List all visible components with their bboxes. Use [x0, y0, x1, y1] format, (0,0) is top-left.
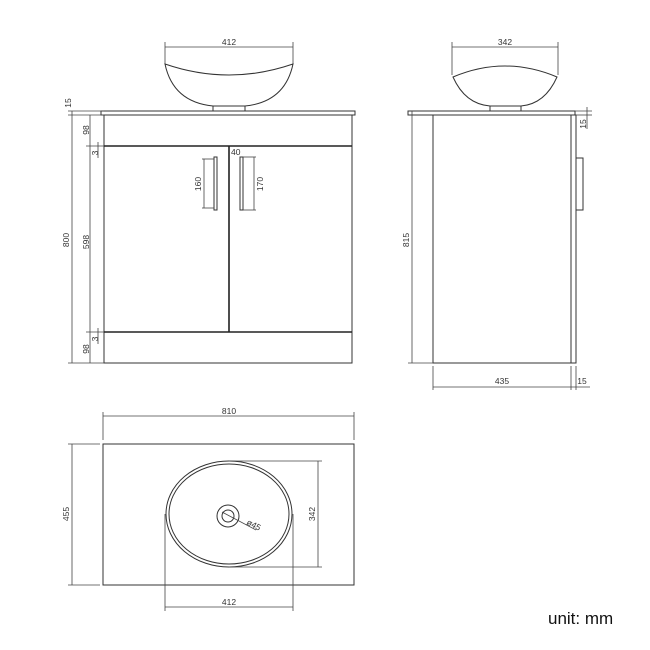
gap-bottom-label: 3: [90, 336, 100, 341]
door-height-label: 598: [81, 235, 91, 249]
right-handle: [239, 156, 244, 211]
plan-depth-label: 455: [61, 507, 71, 521]
side-basin: [452, 65, 558, 107]
plan-view: 810 455 ø45 342 412: [61, 406, 355, 611]
front-basin-width-label: 412: [222, 37, 236, 47]
gap-top-label: 3: [90, 150, 100, 155]
plinth-height-label: 98: [81, 344, 91, 354]
left-handle-length-label: 160: [193, 177, 203, 191]
front-total-height-label: 800: [61, 233, 71, 247]
front-basin-waste: [212, 105, 246, 112]
front-view: 412 160 170 40 800 15 98 3 598 3 98: [61, 37, 356, 364]
side-door-edge: [570, 114, 577, 364]
side-total-height-label: 815: [401, 233, 411, 247]
front-basin: [164, 63, 294, 107]
waste-diameter-label: ø45: [245, 517, 263, 533]
front-cabinet: [103, 114, 353, 364]
side-handle: [575, 157, 584, 211]
side-door-thickness-label: 15: [577, 376, 587, 386]
plan-basin-outer: [165, 460, 293, 568]
plan-basin-depth-label: 342: [307, 507, 317, 521]
plan-basin-width-label: 412: [222, 597, 236, 607]
plan-basin-inner: [168, 463, 290, 565]
left-handle: [213, 156, 218, 211]
top-rail-height-label: 98: [81, 125, 91, 135]
waste-inner: [221, 509, 235, 523]
plan-width-label: 810: [222, 406, 236, 416]
side-cabinet: [432, 114, 572, 364]
waste-outer: [216, 504, 240, 528]
front-worktop: [100, 110, 356, 116]
right-handle-length-label: 170: [255, 177, 265, 191]
front-worktop-thickness-label: 15: [63, 98, 73, 108]
side-view: 342 815 15 435 15: [401, 37, 592, 390]
side-body-depth-label: 435: [495, 376, 509, 386]
unit-label: unit: mm: [548, 609, 613, 628]
handle-offset-label: 40: [231, 147, 241, 157]
side-basin-depth-label: 342: [498, 37, 512, 47]
plan-worktop: [102, 443, 355, 586]
side-worktop-thickness-label: 15: [578, 119, 588, 129]
side-worktop: [407, 110, 576, 116]
